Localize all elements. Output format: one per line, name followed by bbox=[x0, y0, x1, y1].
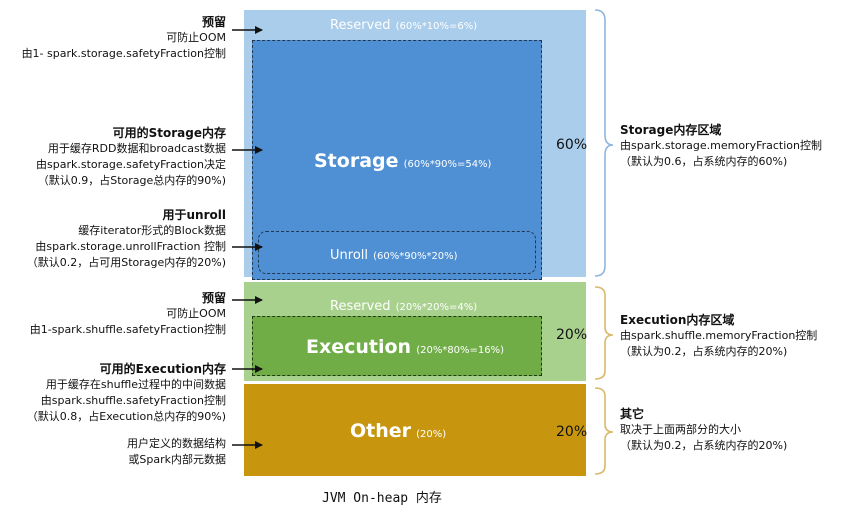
note-execution-line: （默认0.8，占Execution总内存的90%) bbox=[26, 410, 226, 423]
storage-formula: (60%*90%=54%) bbox=[403, 159, 492, 170]
other-label-group: Other (20%) bbox=[350, 420, 446, 442]
note-reserved-exec-line: 可防止OOM bbox=[166, 307, 226, 320]
note-right-execution-line: （默认为0.2，占系统内存的20%) bbox=[620, 345, 788, 358]
note-right-execution: Execution内存区域 由spark.shuffle.memoryFract… bbox=[620, 312, 817, 360]
note-storage-line: 由spark.storage.safetyFraction决定 bbox=[36, 158, 226, 171]
reserved-exec-label: Reserved bbox=[330, 299, 391, 314]
note-right-storage: Storage内存区域 由spark.storage.memoryFractio… bbox=[620, 122, 822, 170]
note-other-line: 或Spark内部元数据 bbox=[128, 453, 226, 466]
note-right-storage-title: Storage内存区域 bbox=[620, 123, 722, 137]
note-right-other: 其它 取决于上面两部分的大小 （默认为0.2，占系统内存的20%) bbox=[620, 406, 787, 454]
storage-label: Storage bbox=[314, 150, 399, 172]
pct-execution: 20% bbox=[556, 327, 588, 343]
storage-label-group: Storage (60%*90%=54%) bbox=[314, 150, 491, 172]
reserved-top-label-group: Reserved (60%*10%=6%) bbox=[330, 14, 477, 33]
other-block bbox=[244, 384, 586, 476]
note-storage-line: 用于缓存RDD数据和broadcast数据 bbox=[47, 142, 226, 155]
note-unroll-line: 由spark.storage.unrollFraction 控制 bbox=[35, 240, 226, 253]
note-unroll-line: 缓存iterator形式的Block数据 bbox=[78, 224, 226, 237]
unroll-block bbox=[258, 231, 536, 274]
pct-storage: 60% bbox=[556, 137, 588, 153]
execution-label-group: Execution (20%*80%=16%) bbox=[306, 336, 504, 358]
pct-other: 20% bbox=[556, 424, 588, 440]
execution-label: Execution bbox=[306, 336, 412, 358]
note-execution-line: 由spark.shuffle.safetyFraction控制 bbox=[40, 394, 226, 407]
note-reserved-storage-title: 预留 bbox=[201, 15, 226, 29]
note-reserved-exec-title: 预留 bbox=[201, 291, 226, 305]
execution-block bbox=[252, 316, 542, 376]
reserved-top-formula: (60%*10%=6%) bbox=[395, 21, 478, 32]
other-formula: (20%) bbox=[416, 429, 447, 440]
other-label: Other bbox=[350, 420, 412, 442]
unroll-label-group: Unroll (60%*90%*20%) bbox=[330, 244, 458, 263]
brace-execution bbox=[594, 286, 614, 380]
note-right-execution-title: Execution内存区域 bbox=[620, 313, 735, 327]
diagram-caption: JVM On-heap 内存 bbox=[322, 491, 442, 506]
note-storage-title: 可用的Storage内存 bbox=[112, 126, 226, 140]
note-right-storage-line: （默认为0.6，占系统内存的60%) bbox=[620, 155, 788, 168]
reserved-exec-formula: (20%*20%=4%) bbox=[395, 302, 478, 313]
note-execution-title: 可用的Execution内存 bbox=[99, 362, 226, 376]
note-right-execution-line: 由spark.shuffle.memoryFraction控制 bbox=[620, 329, 818, 342]
unroll-label: Unroll bbox=[330, 248, 368, 263]
unroll-formula: (60%*90%*20%) bbox=[373, 251, 458, 262]
note-execution-line: 用于缓存在shuffle过程中的中间数据 bbox=[45, 378, 226, 391]
note-reserved-storage-line: 可防止OOM bbox=[166, 31, 226, 44]
note-other: 用户定义的数据结构 或Spark内部元数据 bbox=[127, 436, 226, 468]
note-reserved-exec-line: 由1-spark.shuffle.safetyFraction控制 bbox=[29, 323, 226, 336]
note-unroll-line: （默认0.2，占可用Storage内存的20%) bbox=[26, 256, 226, 269]
note-unroll: 用于unroll 缓存iterator形式的Block数据 由spark.sto… bbox=[27, 207, 226, 271]
note-storage-line: （默认0.9，占Storage总内存的90%) bbox=[37, 174, 226, 187]
execution-formula: (20%*80%=16%) bbox=[416, 345, 505, 356]
note-reserved-storage: 预留 可防止OOM 由1- spark.storage.safetyFracti… bbox=[22, 14, 226, 62]
note-unroll-title: 用于unroll bbox=[162, 208, 226, 222]
note-right-storage-line: 由spark.storage.memoryFraction控制 bbox=[620, 139, 822, 152]
brace-other bbox=[594, 387, 614, 475]
reserved-exec-label-group: Reserved (20%*20%=4%) bbox=[330, 295, 477, 314]
note-storage: 可用的Storage内存 用于缓存RDD数据和broadcast数据 由spar… bbox=[36, 125, 226, 189]
note-right-other-title: 其它 bbox=[620, 407, 645, 421]
note-other-line: 用户定义的数据结构 bbox=[127, 437, 226, 450]
note-right-other-line: （默认为0.2，占系统内存的20%) bbox=[620, 439, 788, 452]
note-right-other-line: 取决于上面两部分的大小 bbox=[620, 423, 741, 436]
storage-block bbox=[252, 40, 542, 280]
brace-storage bbox=[594, 9, 614, 277]
note-reserved-exec: 预留 可防止OOM 由1-spark.shuffle.safetyFractio… bbox=[30, 290, 226, 338]
note-reserved-storage-line: 由1- spark.storage.safetyFraction控制 bbox=[21, 47, 226, 60]
note-execution: 可用的Execution内存 用于缓存在shuffle过程中的中间数据 由spa… bbox=[27, 361, 226, 425]
reserved-top-label: Reserved bbox=[330, 18, 391, 33]
